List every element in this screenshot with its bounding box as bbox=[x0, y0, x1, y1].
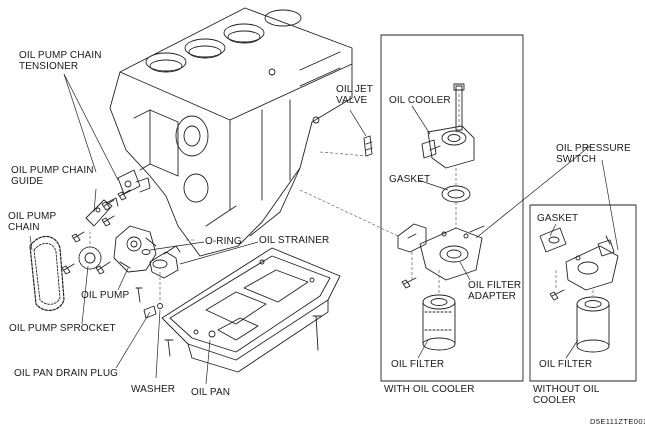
adapter-bolt-2 bbox=[549, 289, 565, 301]
label-oil-filter-adapter: OIL FILTER ADAPTER bbox=[468, 280, 522, 302]
bolts-left bbox=[61, 189, 143, 303]
label-oil-cooler: OIL COOLER bbox=[389, 95, 451, 106]
cylinder-block bbox=[109, 7, 353, 257]
chain-tensioner bbox=[117, 169, 151, 195]
label-o-ring: O-RING bbox=[205, 236, 242, 247]
o-ring bbox=[141, 249, 151, 255]
label-with-oil-cooler: WITH OIL COOLER bbox=[384, 384, 475, 395]
label-oil-pump-chain-tensioner: OIL PUMP CHAIN TENSIONER bbox=[19, 50, 102, 72]
label-oil-pump-chain-guide: OIL PUMP CHAIN GUIDE bbox=[11, 165, 94, 187]
gasket-without-cooler bbox=[539, 227, 567, 253]
cooler-gasket bbox=[441, 185, 471, 203]
oil-pump-sprocket bbox=[78, 246, 102, 270]
label-oil-strainer: OIL STRAINER bbox=[259, 235, 330, 246]
label-gasket-with-cooler: GASKET bbox=[389, 174, 431, 185]
drain-plug-washer bbox=[143, 303, 322, 357]
label-gasket-without-cooler: GASKET bbox=[537, 213, 579, 224]
with-oil-cooler-box bbox=[380, 34, 524, 382]
oil-pump bbox=[113, 225, 157, 273]
without-oil-cooler-box bbox=[529, 204, 637, 382]
oil-pump-chain bbox=[29, 235, 65, 311]
assembly-lines bbox=[89, 94, 594, 300]
label-oil-pan-drain-plug: OIL PAN DRAIN PLUG bbox=[14, 368, 119, 379]
figure-code: D5E111ZTE001 bbox=[590, 417, 645, 426]
label-oil-pump-chain: OIL PUMP CHAIN bbox=[8, 211, 57, 233]
adapter-bolt bbox=[401, 277, 417, 289]
label-oil-pan: OIL PAN bbox=[191, 387, 231, 398]
oil-cooler bbox=[421, 83, 475, 169]
label-oil-pump-sprocket: OIL PUMP SPROCKET bbox=[9, 323, 116, 334]
leader-lines bbox=[29, 73, 619, 385]
label-oil-pump: OIL PUMP bbox=[81, 290, 130, 301]
oil-pan bbox=[161, 247, 341, 373]
label-without-oil-cooler: WITHOUT OIL COOLER bbox=[533, 384, 600, 406]
oil-jet-valve bbox=[363, 135, 373, 157]
label-oil-pressure-switch: OIL PRESSURE SWITCH bbox=[556, 143, 631, 165]
chain-guide bbox=[85, 197, 119, 227]
label-oil-filter-with-cooler: OIL FILTER bbox=[391, 359, 445, 370]
oil-filter-without-cooler bbox=[576, 296, 610, 353]
label-oil-filter-without-cooler: OIL FILTER bbox=[539, 359, 593, 370]
oil-filter-with-cooler bbox=[422, 294, 456, 351]
filter-adapter-with-cooler bbox=[397, 223, 485, 281]
filter-adapter-without-cooler bbox=[565, 235, 619, 291]
label-washer: WASHER bbox=[131, 384, 176, 395]
label-oil-jet-valve: OIL JET VALVE bbox=[336, 84, 374, 106]
oil-strainer bbox=[149, 245, 181, 279]
